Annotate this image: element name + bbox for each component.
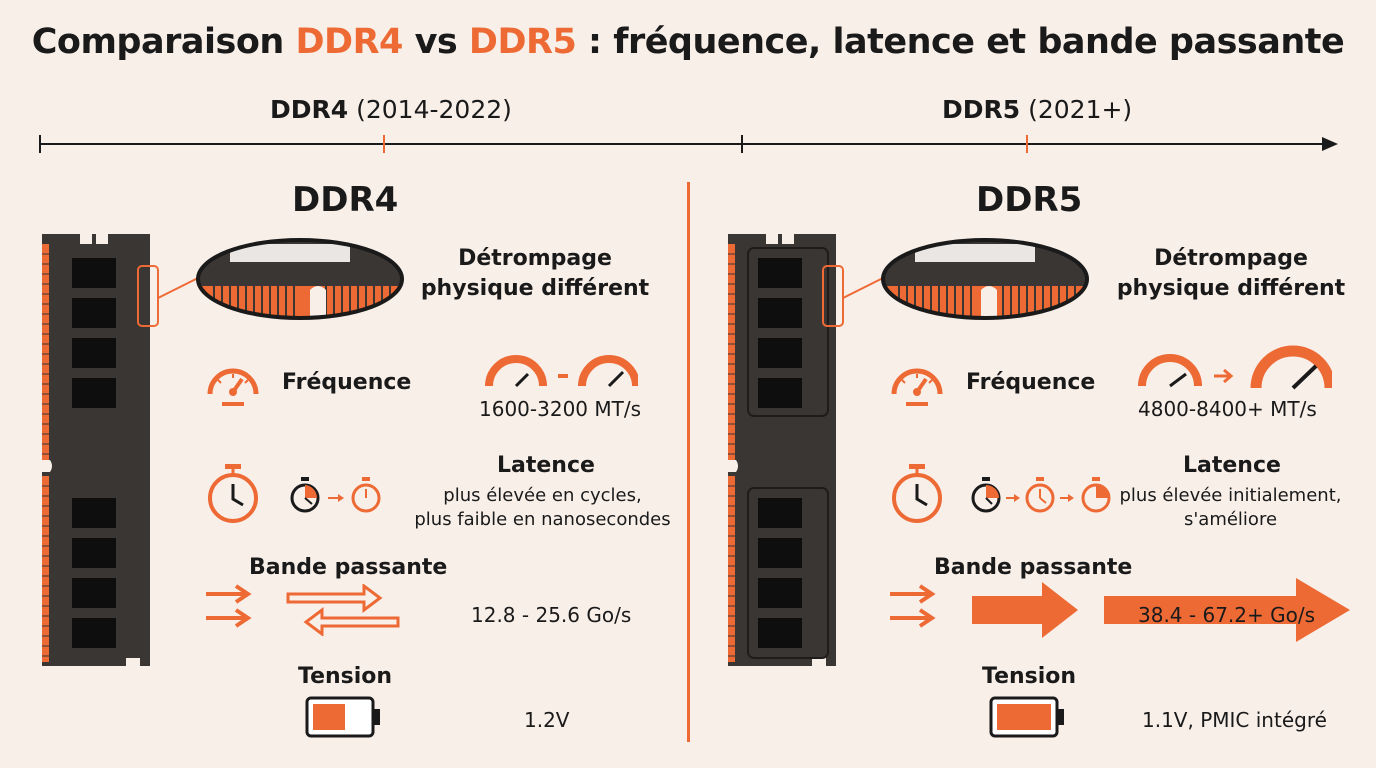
speedometer-icon	[891, 368, 943, 406]
timeline-ddr5-label: DDR5 (2021+)	[942, 95, 1132, 124]
ddr4-latency-stopwatches	[290, 477, 381, 513]
ddr4-keying-label: Détrompage physique différent	[420, 246, 650, 301]
ddr5-keying-label: Détrompage physique différent	[1116, 246, 1346, 301]
speedometer-icon	[207, 368, 259, 406]
ddr4-bandwidth-label: Bande passante	[249, 555, 448, 580]
ddr5-bandwidth-label: Bande passante	[934, 555, 1133, 580]
ddr4-battery-fill	[313, 704, 345, 730]
ddr4-voltage-value: 1.2V	[524, 708, 570, 732]
ddr4-frequency-value: 1600-3200 MT/s	[479, 397, 642, 421]
timeline-ddr4-label: DDR4 (2014-2022)	[270, 95, 512, 124]
center-divider	[687, 182, 690, 742]
ddr4-latency-desc-1: plus élevée en cycles,	[443, 485, 642, 506]
ddr5-voltage-label: Tension	[982, 664, 1077, 689]
ddr5-frequency-label: Fréquence	[966, 370, 1096, 395]
title-prefix: Comparaison	[31, 22, 296, 62]
ddr5-voltage-value: 1.1V, PMIC intégré	[1142, 708, 1327, 732]
timeline-ddr5-name: DDR5	[942, 95, 1021, 124]
ddr4-bandwidth-arrows	[286, 584, 400, 636]
ddr5-battery-fill	[997, 704, 1051, 730]
ddr5-latency-stopwatches	[971, 477, 1111, 513]
title-suffix: : fréquence, latence et bande passante	[576, 22, 1345, 62]
arrows-icon	[206, 584, 252, 628]
ddr5-bandwidth-value: 38.4 - 67.2+ Go/s	[1138, 603, 1316, 627]
ddr4-latency-label: Latence	[497, 453, 595, 478]
ddr4-voltage-label: Tension	[298, 664, 393, 689]
ddr5-latency-desc-2: s'améliore	[1183, 509, 1278, 530]
stopwatch-icon	[208, 464, 258, 523]
battery-icon	[989, 696, 1064, 738]
ddr4-latency-desc-2: plus faible en nanosecondes	[414, 509, 671, 530]
ddr5-keying-zoom	[822, 238, 1089, 327]
ddr5-frequency-value: 4800-8400+ MT/s	[1138, 397, 1317, 421]
page-title: Comparaison DDR4 vs DDR5 : fréquence, la…	[0, 22, 1376, 62]
arrows-icon	[890, 584, 936, 628]
timeline-axis	[39, 135, 1338, 153]
battery-icon	[305, 696, 380, 738]
timeline-ddr4-years: (2014-2022)	[356, 95, 512, 124]
ddr4-keying-zoom	[137, 238, 404, 327]
ddr4-frequency-gauges	[485, 355, 638, 388]
ddr5-latency-desc-1: plus élevée initialement,	[1119, 485, 1342, 506]
timeline-ddr4-name: DDR4	[270, 95, 349, 124]
ddr5-ram-module	[724, 234, 836, 666]
title-middle: vs	[402, 22, 469, 62]
ddr4-ram-module	[38, 234, 150, 666]
ddr4-bandwidth-value: 12.8 - 25.6 Go/s	[471, 603, 632, 627]
stopwatch-icon	[892, 464, 942, 523]
ddr5-frequency-gauges	[1138, 345, 1332, 390]
timeline-ddr5-years: (2021+)	[1028, 95, 1133, 124]
ddr5-heading: DDR5	[976, 180, 1083, 220]
ddr4-heading: DDR4	[292, 180, 399, 220]
ddr5-bandwidth-arrows	[972, 578, 1350, 642]
title-ddr5: DDR5	[468, 22, 577, 62]
ddr5-latency-label: Latence	[1183, 453, 1281, 478]
ddr4-frequency-label: Fréquence	[282, 370, 412, 395]
title-ddr4: DDR4	[295, 22, 403, 62]
